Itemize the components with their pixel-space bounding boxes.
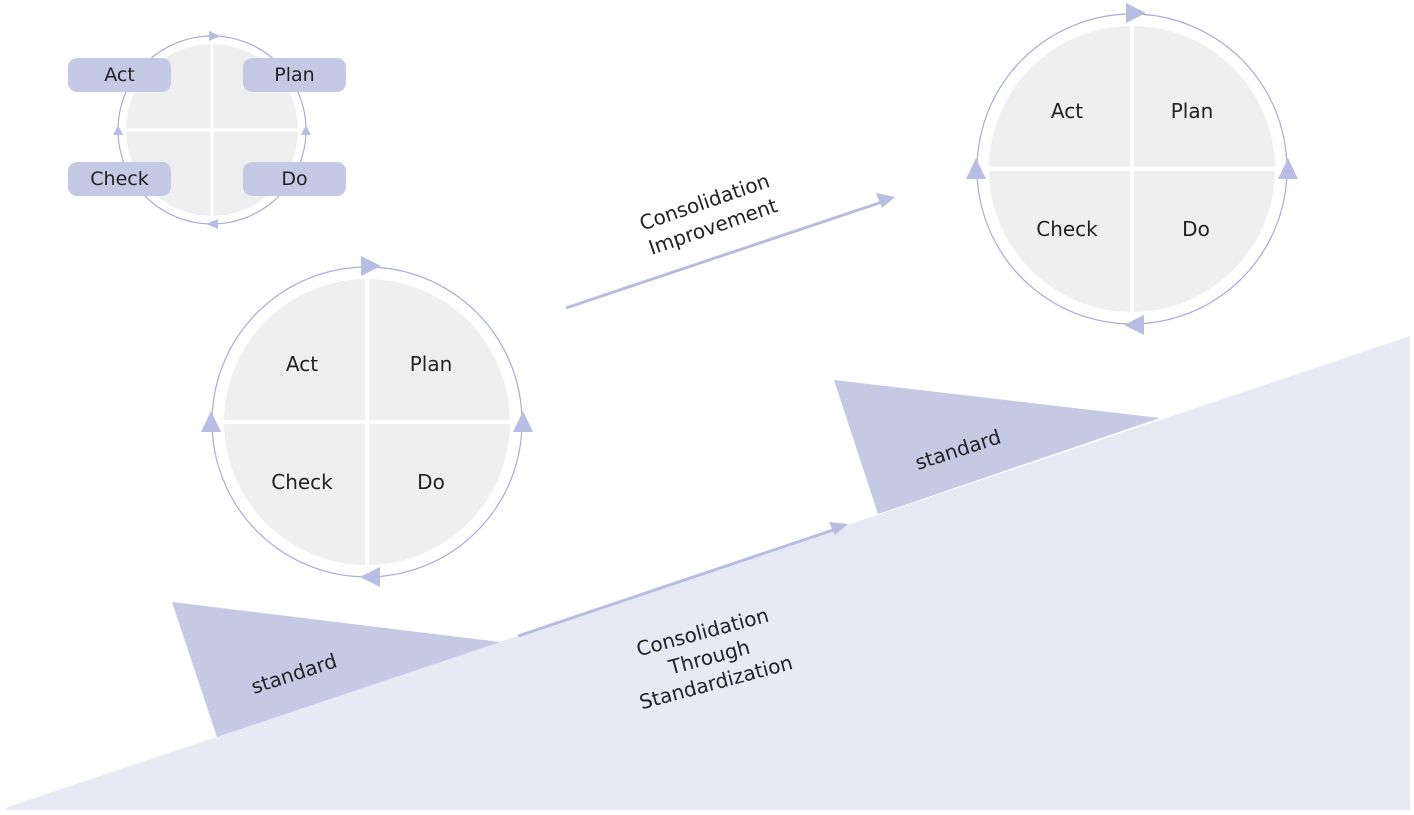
middle-act-label: Act [286,352,318,376]
cycle-arrowhead-icon [361,256,381,276]
cycle-arrowhead-icon [1126,3,1146,23]
pill-do [243,162,346,196]
cycle-arrowhead-icon [360,567,380,587]
pill-do-label: Do [281,168,307,190]
improvement-arrow [565,193,895,310]
top-cycle: Act Plan Check Do [966,3,1298,335]
pill-plan-label: Plan [274,64,314,86]
standardization-arrow [517,522,848,638]
cycle-arrowhead-icon [513,411,533,432]
cycle-arrowhead-icon [201,411,221,432]
cycle-arrowhead-icon [301,125,311,135]
improvement-text: Consolidation Improvement [636,168,780,259]
cycle-arrowhead-icon [209,31,221,41]
cycle-arrowhead-icon [966,158,986,179]
pill-plan [243,58,346,92]
top-act-label: Act [1051,99,1083,123]
middle-check-label: Check [271,470,333,494]
top-check-label: Check [1036,217,1098,241]
cycle-arrowhead-icon [113,125,123,135]
small-cycle: Act Plan Check Do [68,31,346,229]
middle-cycle: Act Plan Check Do [201,256,533,587]
middle-do-label: Do [417,470,445,494]
top-do-label: Do [1182,217,1210,241]
cycle-arrowhead-icon [1278,158,1298,179]
pill-check [68,162,171,196]
pill-act-label: Act [104,64,135,86]
standard-wedge-upper [834,380,1160,514]
pill-check-label: Check [90,168,148,190]
pill-act [68,58,171,92]
cycle-arrowhead-icon [1124,315,1144,335]
cycle-arrowhead-icon [206,219,218,229]
top-plan-label: Plan [1171,99,1214,123]
standard-wedge-lower [172,602,500,737]
middle-plan-label: Plan [410,352,453,376]
